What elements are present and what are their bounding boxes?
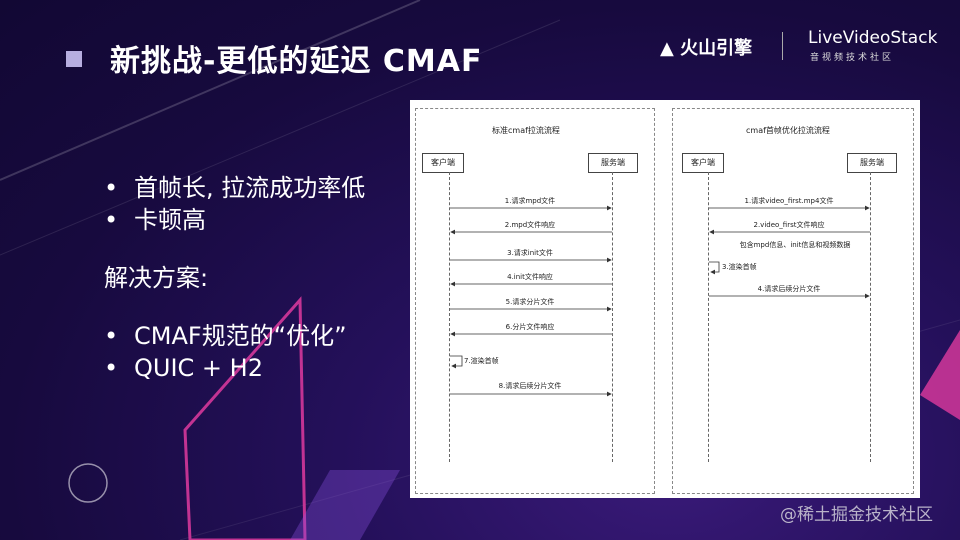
right-client-lifeline	[708, 172, 709, 462]
bullet-item: • CMAF规范的“优化”	[104, 320, 365, 352]
bullet-text: 卡顿高	[134, 206, 206, 234]
bullet-item: • 首帧长, 拉流成功率低	[104, 172, 365, 204]
right-message-label: 3.渲染首帧	[722, 263, 757, 271]
right-message-label: 2.video_first文件响应	[753, 221, 825, 229]
left-message-label: 3.请求init文件	[507, 249, 553, 257]
right-sequence-diagram	[672, 108, 914, 494]
watermark: @稀土掘金技术社区	[780, 505, 933, 525]
left-message-label: 2.mpd文件响应	[504, 221, 556, 229]
volcano-logo-text: 火山引擎	[680, 38, 753, 59]
sequence-diagram-panel: 标准cmaf拉流流程 客户端 服务端 1.请求mpd文件 2.mpd文件响应 3…	[410, 100, 920, 498]
right-message-label: 1.请求video_first.mp4文件	[744, 197, 834, 205]
logo-divider	[782, 32, 783, 60]
title-marker	[66, 51, 82, 67]
right-message-label: 4.请求后续分片文件	[757, 285, 821, 293]
left-message-label: 7.渲染首帧	[464, 357, 499, 365]
left-message-label: 4.init文件响应	[507, 273, 553, 281]
bullet-dot: •	[104, 206, 119, 234]
left-server-actor: 服务端	[588, 153, 638, 173]
volcano-mountain-icon: ▲	[660, 38, 674, 59]
left-message-label: 5.请求分片文件	[505, 298, 555, 306]
bullet-item: • 卡顿高	[104, 204, 365, 236]
bullet-text: 首帧长, 拉流成功率低	[134, 174, 366, 202]
slide-title: 新挑战-更低的延迟 CMAF	[110, 44, 483, 79]
left-message-label: 8.请求后续分片文件	[498, 382, 562, 390]
livevideostack-subtitle: 音视频技术社区	[810, 53, 895, 63]
right-server-actor: 服务端	[847, 153, 897, 173]
left-sequence-diagram	[415, 108, 655, 494]
livevideostack-logo: LiveVideoStack	[808, 28, 938, 48]
left-message-label: 1.请求mpd文件	[504, 197, 556, 205]
left-client-lifeline	[449, 172, 450, 462]
left-server-lifeline	[612, 172, 613, 462]
right-client-actor: 客户端	[682, 153, 724, 173]
right-diagram-title: cmaf首帧优化拉流流程	[746, 126, 830, 135]
bullet-dot: •	[104, 322, 119, 350]
right-server-lifeline	[870, 172, 871, 462]
bullet-text: CMAF规范的“优化”	[134, 322, 347, 350]
bullet-dot: •	[104, 354, 119, 382]
left-client-actor: 客户端	[422, 153, 464, 173]
bullet-item: • QUIC + H2	[104, 352, 365, 384]
bullet-list: • 首帧长, 拉流成功率低 • 卡顿高 解决方案: • CMAF规范的“优化” • QU…	[104, 172, 365, 384]
left-message-label: 6.分片文件响应	[505, 323, 555, 331]
bullet-text: QUIC + H2	[134, 354, 263, 382]
bullet-dot: •	[104, 174, 119, 202]
left-diagram-title: 标准cmaf拉流流程	[492, 126, 560, 135]
right-message-label: 包含mpd信息、init信息和视频数据	[739, 241, 851, 249]
volcano-engine-logo: ▲ 火山引擎	[660, 34, 752, 60]
sequence-arrows	[450, 205, 870, 397]
header-logos: ▲ 火山引擎 LiveVideoStack 音视频技术社区	[660, 28, 940, 64]
solution-heading: 解决方案:	[104, 264, 209, 292]
